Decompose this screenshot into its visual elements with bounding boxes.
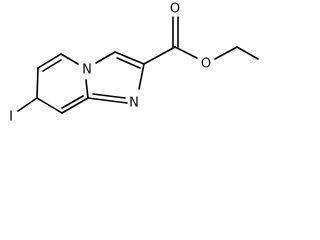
bond-c2-n3	[138, 63, 145, 90]
bond-carbonyl-ester-o	[174, 46, 198, 59]
bond-c2-carbonyl	[143, 46, 176, 65]
bond-c8-c7	[36, 97, 63, 114]
imidazole-nitrogen-label: N	[129, 96, 139, 111]
bond-c5-c6	[37, 53, 62, 69]
bond-c8a-c8	[61, 97, 89, 114]
bond-c6-n1	[60, 53, 79, 65]
bond-c7-i	[17, 97, 38, 112]
bond-c3-c2	[114, 51, 145, 65]
bond-c3-c2-inner	[116, 57, 141, 69]
carbonyl-oxygen-label: O	[170, 2, 180, 17]
molecule-drawing: I N N O O	[9, 2, 259, 125]
bond-n3-c8a	[87, 97, 128, 104]
bond-c8a-c8-inner	[61, 95, 84, 109]
ester-oxygen-label: O	[201, 57, 211, 72]
bond-c4-c5	[36, 67, 39, 99]
bond-n1-c8a	[85, 79, 89, 99]
bond-ester-o-ch2	[214, 46, 238, 60]
bridgehead-nitrogen-label: N	[82, 63, 92, 78]
bond-n1-c3	[95, 51, 116, 64]
structure-canvas: I N N O O	[9, 2, 259, 125]
bond-ch2-ch3	[236, 46, 259, 60]
bond-c5-c6-inner	[42, 59, 62, 72]
iodine-label: I	[9, 110, 13, 125]
bond-n3-c8a-inner	[92, 93, 126, 99]
